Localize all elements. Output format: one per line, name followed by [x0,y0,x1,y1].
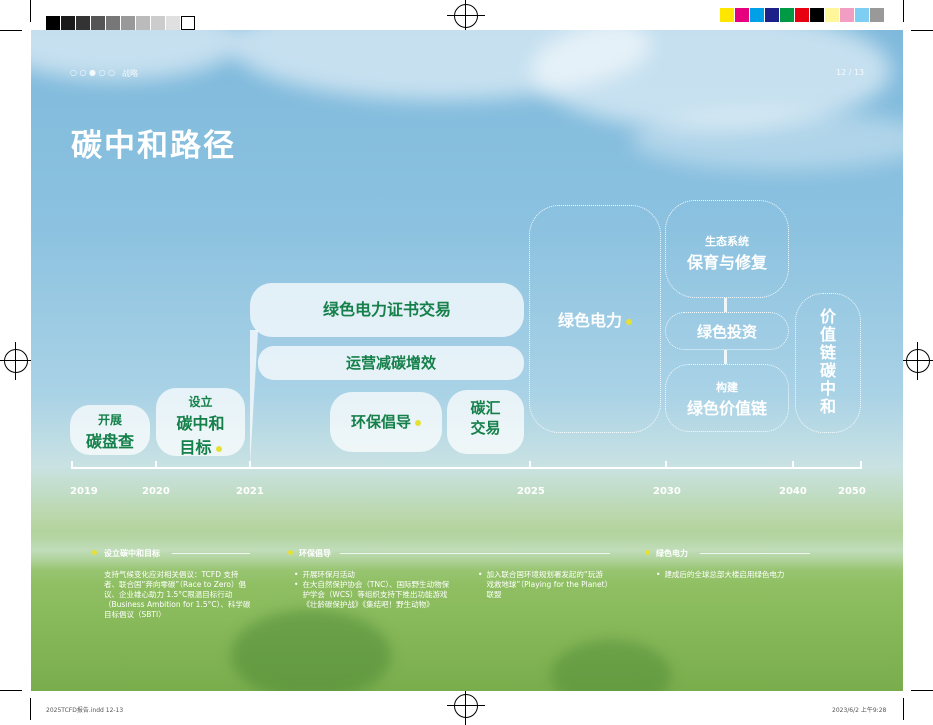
year-label: 2021 [236,486,264,497]
note-heading-power: 绿色电力 [656,549,688,558]
crop-mark [903,0,904,22]
bubble-ecosystem: 生态系统 保育与修复 [665,200,789,298]
registration-mark-top [447,0,485,35]
note-divider [172,553,250,554]
timeline-tick [155,461,157,469]
year-label: 2025 [517,486,545,497]
bubble-value-chain-neutral-label: 价值链碳中和 [819,307,836,416]
page-title: 碳中和路径 [71,128,236,164]
bubble-green-power: 绿色电力 [529,205,661,433]
bubble-ecosystem-line1: 生态系统 [705,235,749,248]
crop-mark [30,0,31,22]
note-list-power: •建成后的全球总部大楼启用绿色电力 [656,570,785,579]
note-power-item: 建成后的全球总部大楼启用绿色电力 [664,570,785,579]
accent-dot-icon [415,419,421,426]
year-label: 2030 [653,486,681,497]
bubble-green-invest-label: 绿色投资 [696,323,757,341]
bubble-carbon-sink-line2: 交易 [470,419,501,437]
note-list-env-2: •加入联合国环境规划署发起的“玩游戏救地球”（Playing for the P… [478,570,609,599]
year-label: 2040 [779,486,807,497]
note-bullet-icon [645,550,650,555]
bubble-value-chain-neutral: 价值链碳中和 [795,293,861,433]
registration-mark-right [899,342,933,380]
crop-mark [30,698,31,720]
crop-mark [0,690,22,691]
timeline-tick [249,461,251,469]
timeline-axis [71,467,862,469]
crop-mark [911,690,933,691]
timeline-tick [860,461,862,469]
bubble-ecosystem-line2: 保育与修复 [686,253,767,272]
bubble-green-certificate: 绿色电力证书交易 [250,283,524,337]
bubble-green-invest: 绿色投资 [665,312,789,350]
bubble-ops-reduction: 运营减碳增效 [258,346,524,380]
bubble-set-goal: 设立 碳中和 目标 [156,388,245,457]
bubble-tail [250,330,258,465]
section-label: 战略 [122,69,138,78]
note-env-item: 开展环保月活动 [302,570,355,579]
timeline-tick [665,461,667,469]
bubble-carbon-sink-line1: 碳汇 [470,399,501,417]
connector [724,298,727,312]
bubble-value-chain: 构建 绿色价值链 [665,364,789,432]
crop-mark [911,30,933,31]
bubble-set-goal-line3: 目标 [179,438,212,457]
timeline-tick [71,461,73,469]
bubble-env-advocacy-label: 环保倡导 [350,413,411,431]
crop-mark [0,30,22,31]
bubble-value-chain-line1: 构建 [716,381,738,394]
note-bullet-icon [288,550,293,555]
page-number: 12 / 13 [836,68,865,77]
note-heading-env: 环保倡导 [299,549,331,558]
bubble-green-certificate-label: 绿色电力证书交易 [322,300,451,319]
note-heading-goal: 设立碳中和目标 [104,549,160,558]
year-label: 2050 [838,486,866,497]
timeline-tick [792,461,794,469]
note-list-env: •开展环保月活动 •在大自然保护协会（TNC）、国际野生动物保护学会（WCS）等… [294,570,454,610]
registration-mark-bottom [447,687,485,725]
registration-mark-left [0,342,35,380]
footer-file: 2025TCFD报告.indd 12-13 [46,707,124,714]
bubble-green-power-label: 绿色电力 [557,311,622,330]
timeline-tick [529,461,531,469]
bubble-ops-reduction-label: 运营减碳增效 [345,354,436,372]
bubble-env-advocacy: 环保倡导 [330,392,442,452]
bubble-start-survey-line2: 碳盘查 [85,432,134,451]
bubble-carbon-sink: 碳汇 交易 [447,390,524,454]
footer-date: 2023/6/2 上午9:28 [832,707,887,714]
bubble-value-chain-line2: 绿色价值链 [686,399,767,418]
bubble-start-survey-line1: 开展 [97,413,122,427]
note-env-item: 在大自然保护协会（TNC）、国际野生动物保护学会（WCS）等组织支持下推出功能游… [302,580,450,609]
crop-mark [903,698,904,720]
note-divider [340,553,610,554]
bubble-set-goal-line1: 设立 [188,395,213,409]
page-nav-dots: ○ ○ ● ○ ○ [70,68,116,77]
note-divider [700,553,810,554]
note-text-goal: 支持气候变化应对相关倡议：TCFD 支持者、联合国“奔向零碳”（Race to … [104,570,251,619]
bubble-start-survey: 开展 碳盘查 [70,405,150,455]
year-label: 2020 [142,486,170,497]
accent-dot-icon [626,318,632,325]
note-bullet-icon [92,550,97,555]
accent-dot-icon [215,445,222,452]
note-env-item: 加入联合国环境规划署发起的“玩游戏救地球”（Playing for the Pl… [486,570,609,599]
year-label: 2019 [70,486,98,497]
bubble-set-goal-line2: 碳中和 [176,414,225,433]
connector [724,350,727,364]
